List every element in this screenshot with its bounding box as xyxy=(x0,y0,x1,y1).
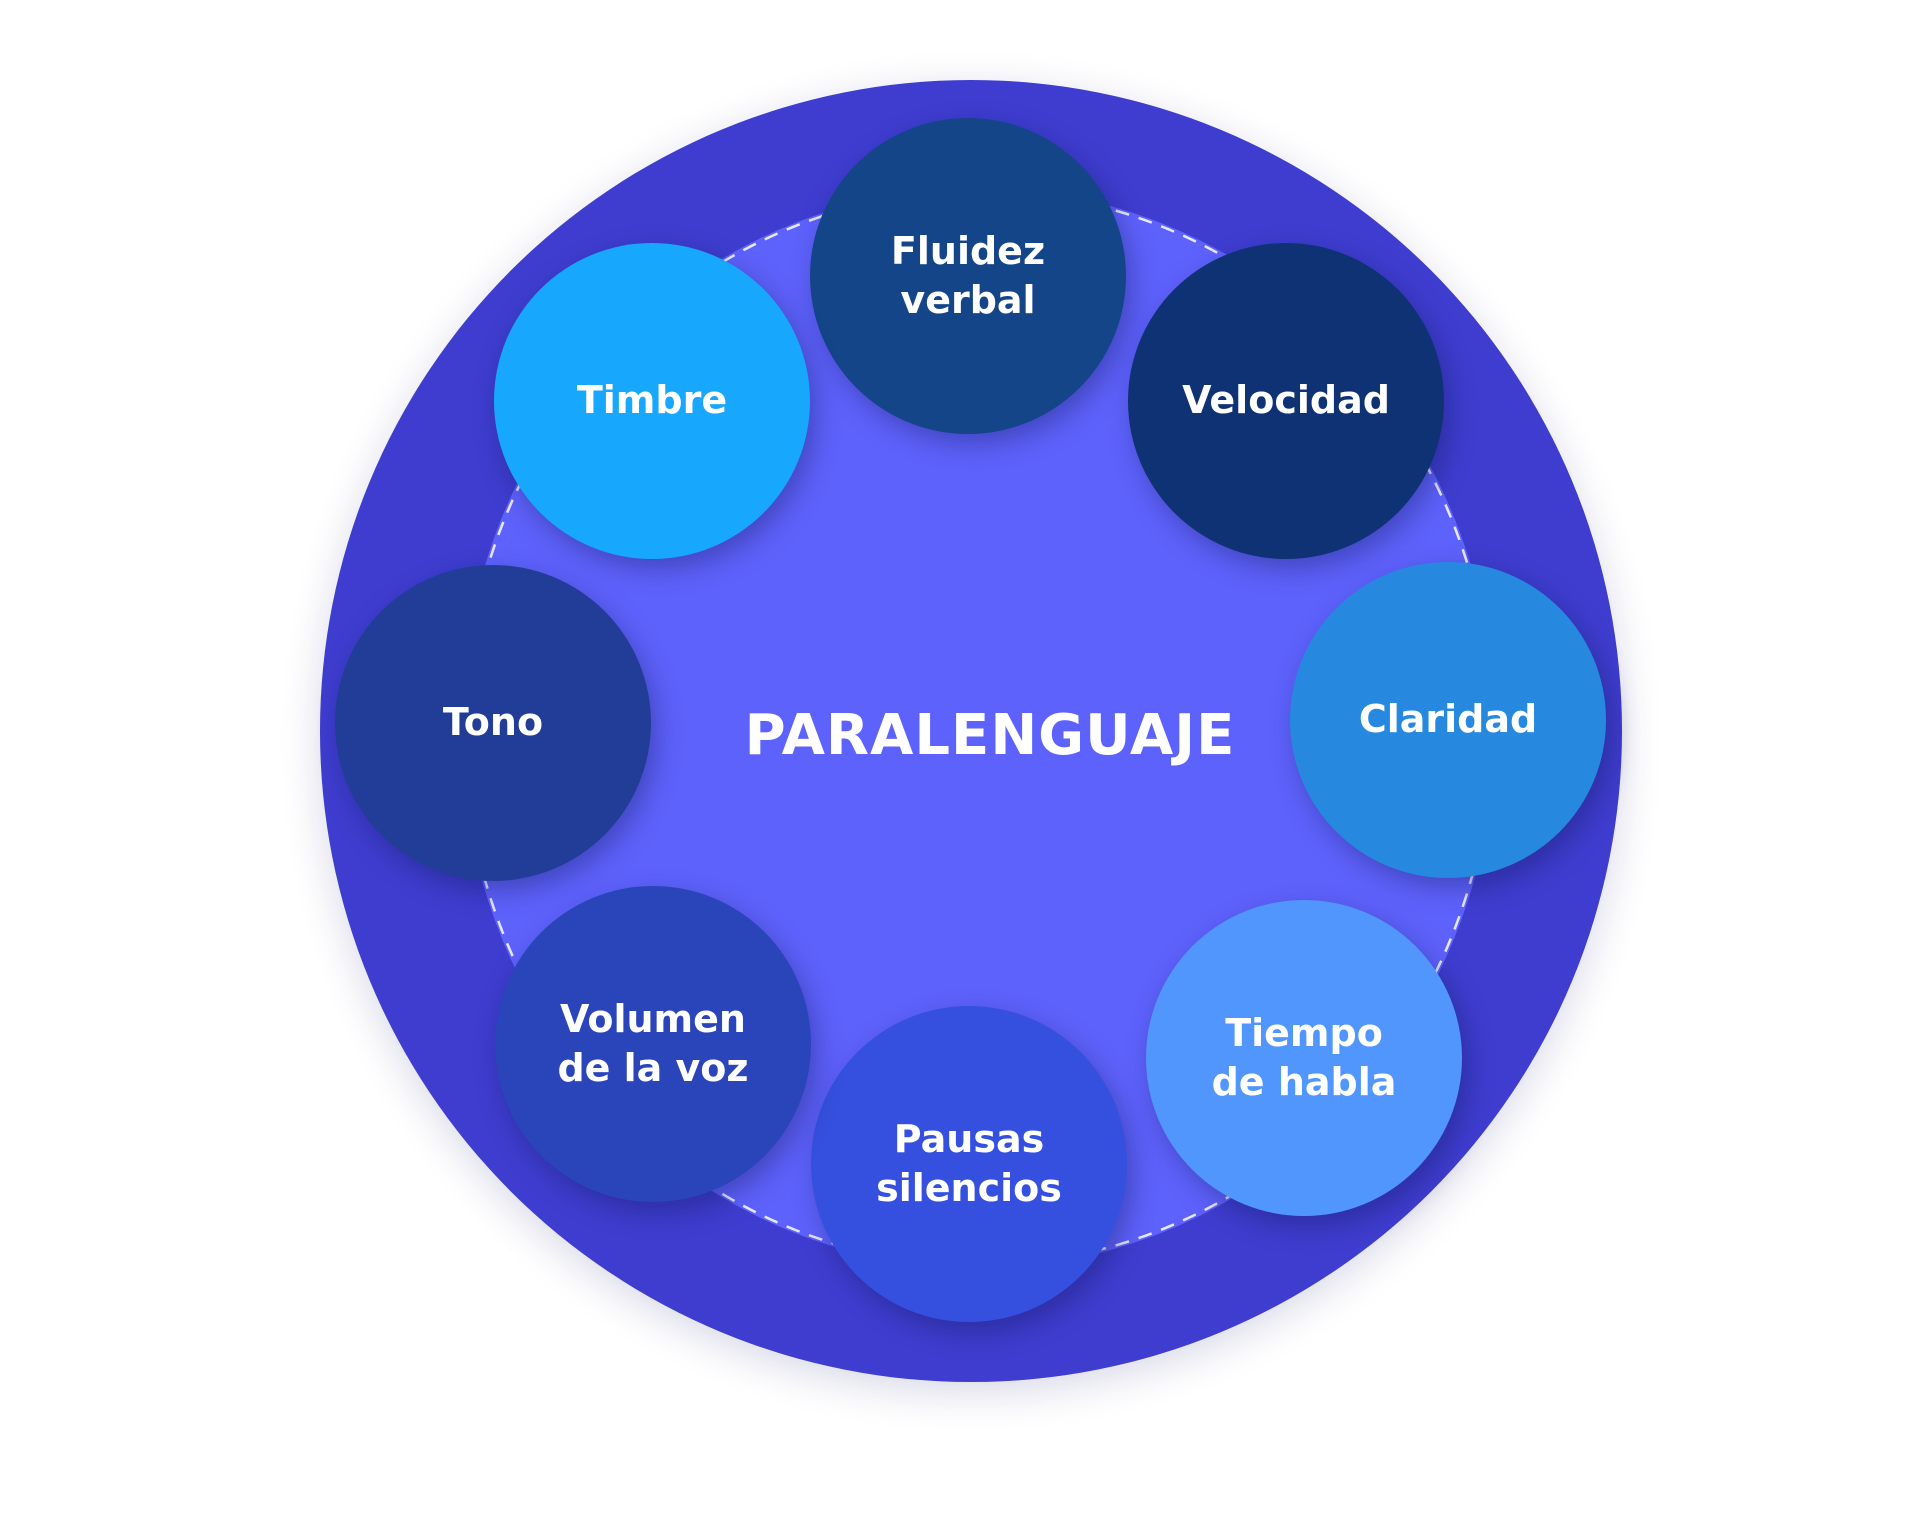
node-label: Tono xyxy=(442,700,544,745)
node-volumen-de-la-voz: Volumen de la voz xyxy=(495,886,811,1202)
node-timbre: Timbre xyxy=(494,243,810,559)
node-tono: Tono xyxy=(335,565,651,881)
node-label: Fluidez verbal xyxy=(890,228,1046,322)
node-pausas-silencios: Pausas silencios xyxy=(811,1006,1127,1322)
node-label: Tiempo de habla xyxy=(1211,1010,1397,1104)
node-label: Claridad xyxy=(1358,697,1538,742)
center-title: PARALENGUAJE xyxy=(744,702,1236,768)
node-tiempo-de-habla: Tiempo de habla xyxy=(1146,900,1462,1216)
node-label: Timbre xyxy=(576,378,728,423)
node-label: Velocidad xyxy=(1182,378,1390,423)
node-claridad: Claridad xyxy=(1290,562,1606,878)
node-label: Pausas silencios xyxy=(876,1116,1062,1210)
node-fluidez-verbal: Fluidez verbal xyxy=(810,118,1126,434)
node-velocidad: Velocidad xyxy=(1128,243,1444,559)
node-label: Volumen de la voz xyxy=(557,996,749,1090)
